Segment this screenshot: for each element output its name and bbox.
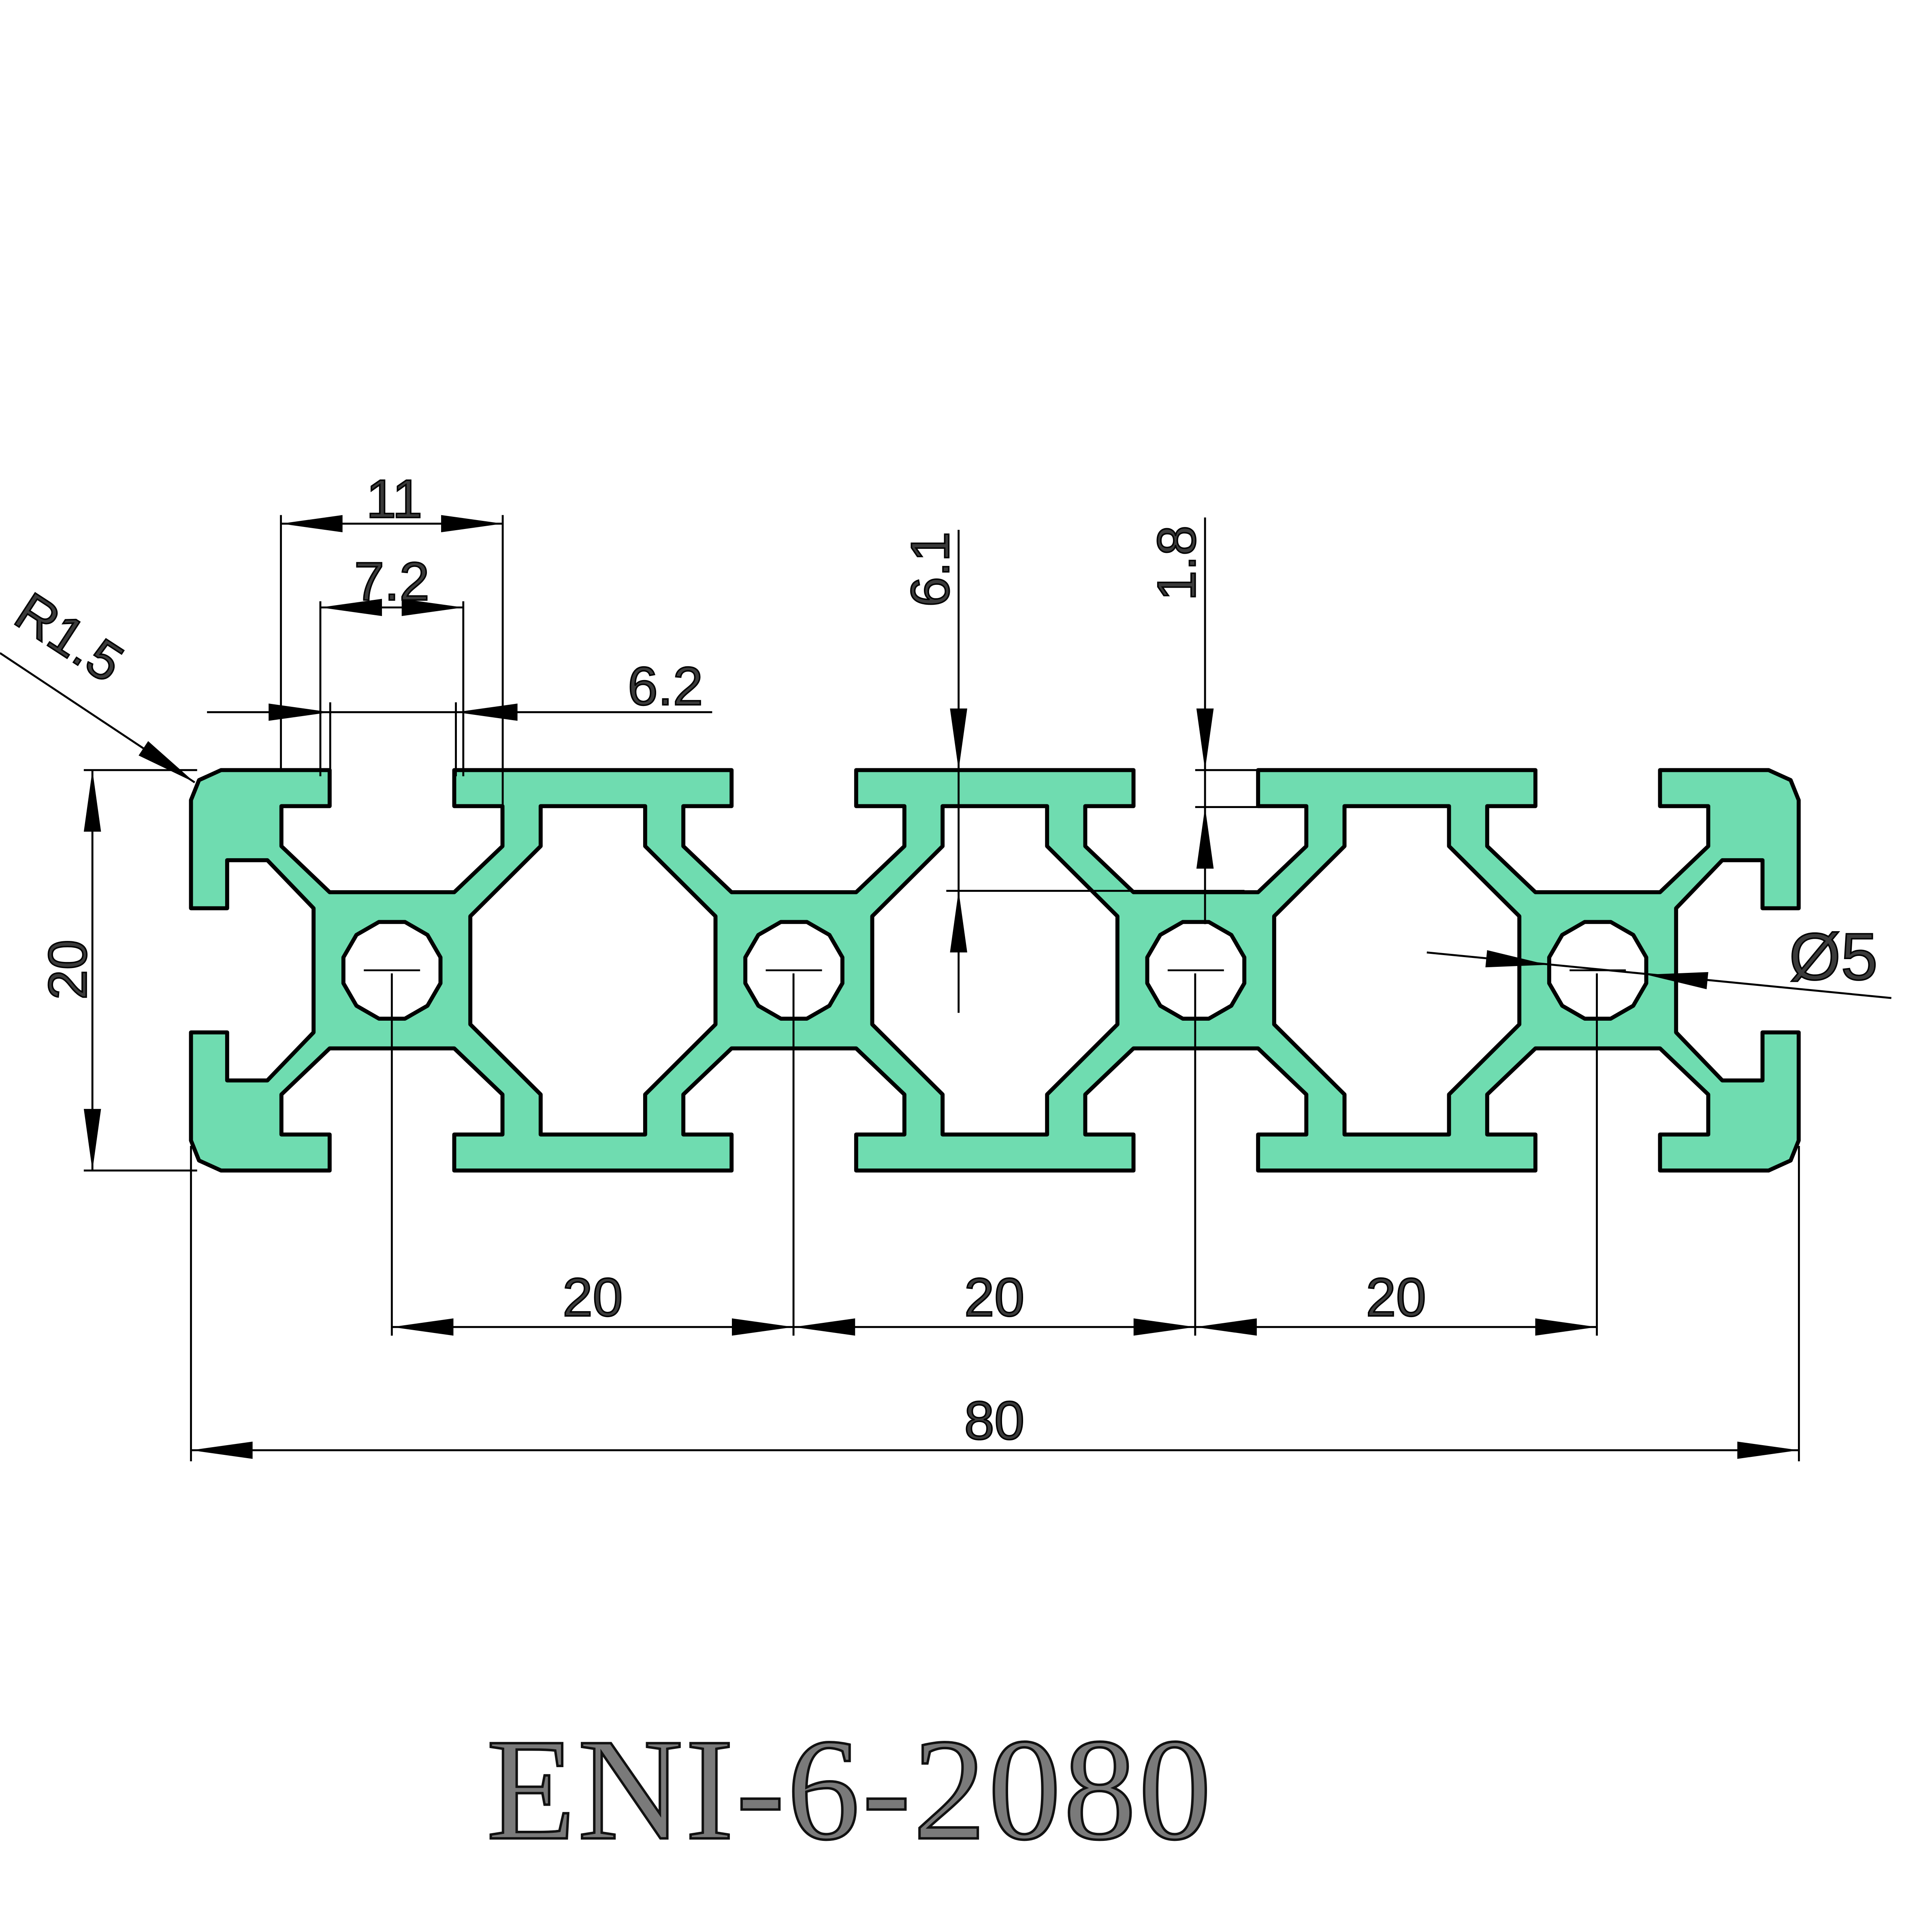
arrow-head — [269, 704, 331, 721]
arrow-head — [139, 741, 195, 783]
dim-overall-width-label: 80 — [964, 1390, 1025, 1451]
arrow-head — [1195, 1318, 1257, 1336]
dim-hole-diameter-label: Ø5 — [1789, 919, 1878, 994]
arrow-head — [793, 1318, 855, 1336]
arrow-head — [83, 770, 101, 832]
arrow-head — [441, 515, 503, 533]
dim-6.2-label: 6.2 — [628, 656, 703, 717]
dimension-layer — [0, 515, 1891, 1461]
dim-pitch-label-2: 20 — [964, 1267, 1025, 1328]
arrow-head — [1196, 807, 1214, 869]
arrow-head — [281, 515, 343, 533]
aluminium-profile-2080 — [189, 768, 1801, 1173]
arrow-head — [1535, 1318, 1597, 1336]
arrow-head — [950, 891, 968, 953]
dim-11-label: 11 — [366, 469, 422, 529]
arrow-head — [1196, 708, 1214, 770]
profile-outline — [189, 768, 1801, 1173]
dim-1.8-label: 1.8 — [1147, 525, 1207, 601]
dim-height-label: 20 — [38, 940, 98, 1000]
arrow-head — [1737, 1442, 1799, 1459]
dim-6.1-label: 6.1 — [900, 531, 960, 607]
arrow-head — [1133, 1318, 1195, 1336]
arrow-head — [1646, 972, 1708, 989]
arrow-head — [1485, 950, 1548, 968]
arrow-head — [83, 1109, 101, 1171]
profile-title: ENI-6-2080 — [486, 1709, 1213, 1870]
arrow-head — [191, 1442, 253, 1459]
arrow-head — [392, 1318, 454, 1336]
arrow-head — [320, 599, 382, 616]
arrow-head — [456, 704, 518, 721]
arrow-head — [732, 1318, 794, 1336]
dim-pitch-label-1: 20 — [563, 1267, 623, 1328]
dim-7.2-label: 7.2 — [354, 551, 429, 612]
dim-radius-label: R1.5 — [5, 581, 134, 694]
arrow-head — [401, 599, 463, 616]
arrow-head — [950, 708, 968, 770]
dim-pitch-label-3: 20 — [1366, 1267, 1426, 1328]
